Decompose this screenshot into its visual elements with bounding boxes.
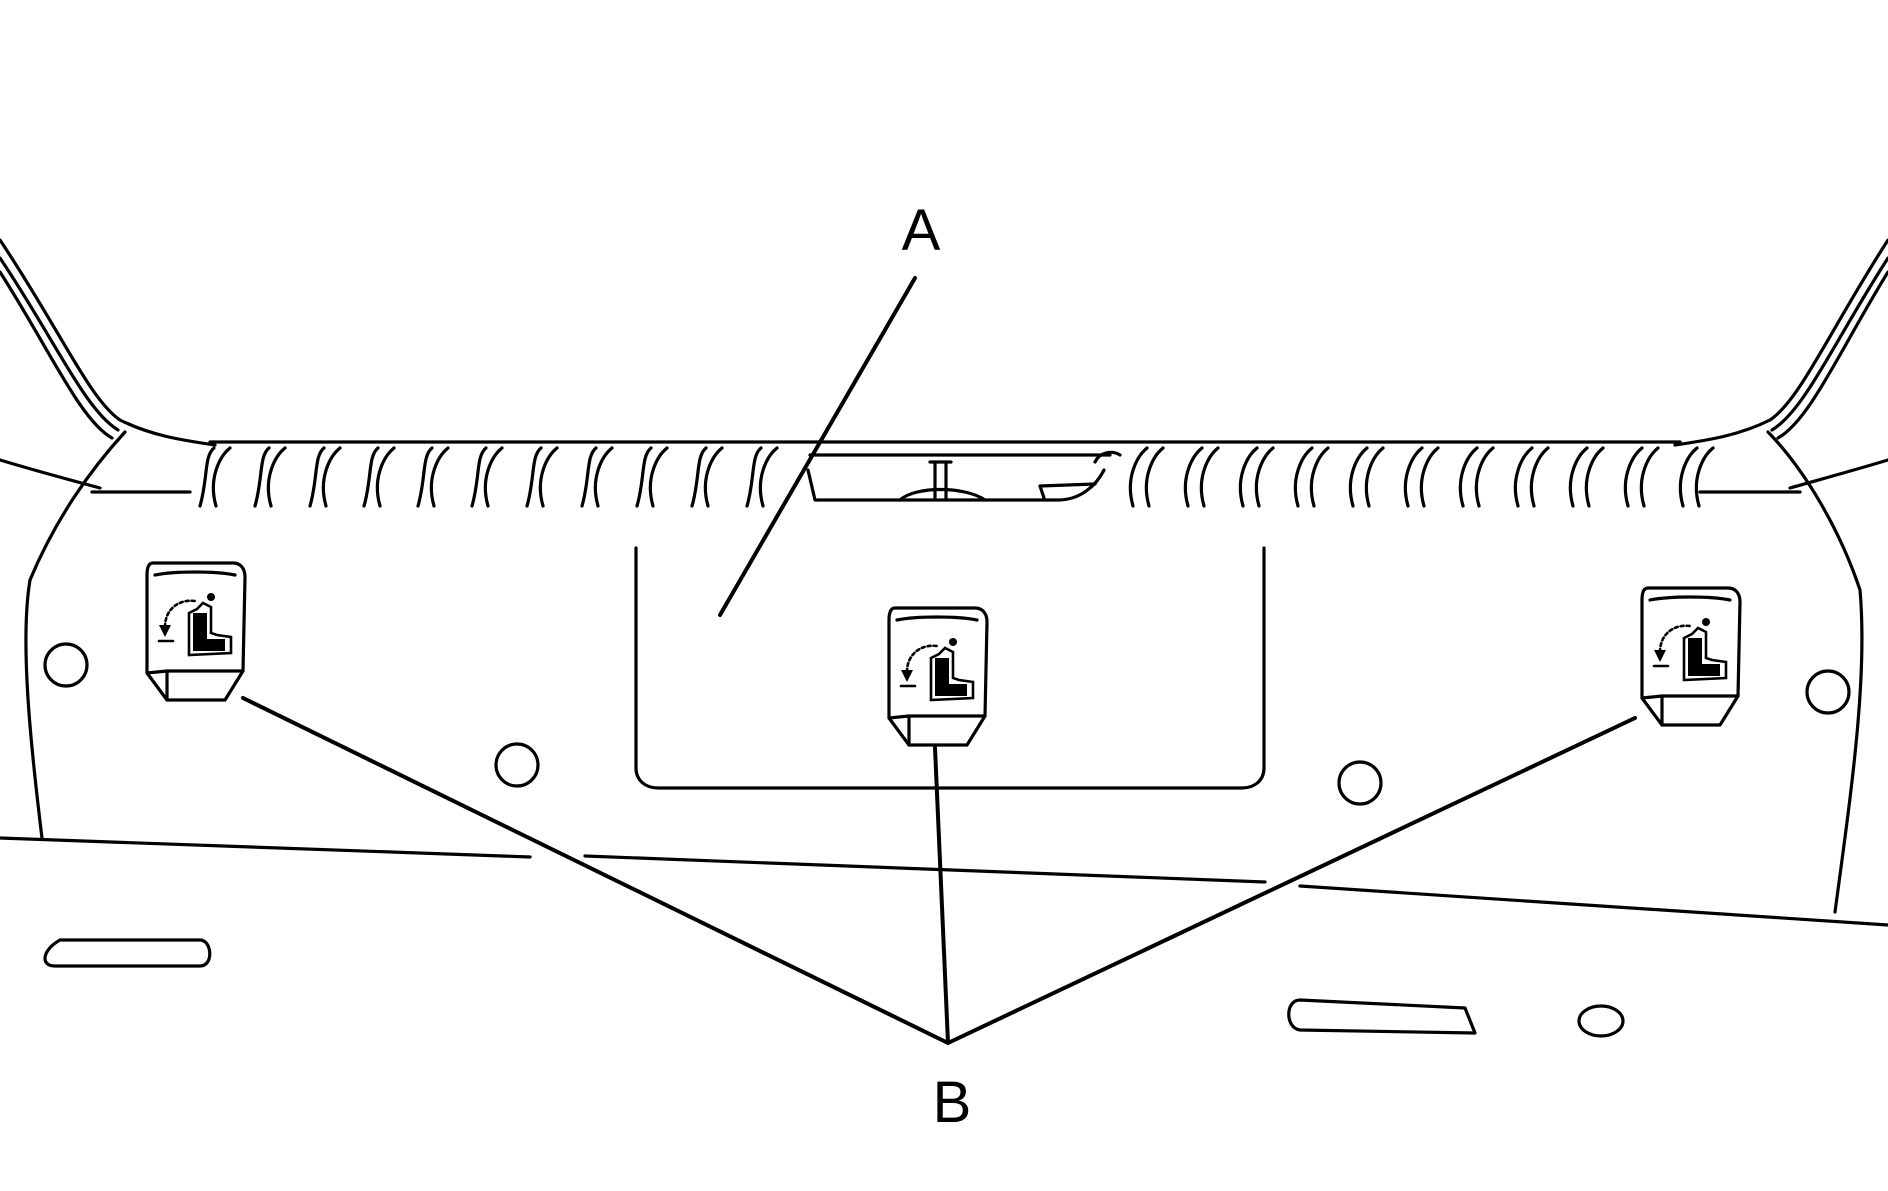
- vent-slot: [1128, 446, 1165, 508]
- vent-slot: [1513, 446, 1550, 508]
- vent-slot: [1623, 446, 1660, 508]
- seat-anchor-symbol-icon: [157, 593, 233, 657]
- leader-line-b-center: [933, 746, 950, 1045]
- vent-slot: [1293, 446, 1330, 508]
- mounting-hole: [1577, 1004, 1625, 1038]
- mounting-holes: [43, 642, 1851, 1038]
- seatback-panel: [0, 430, 1888, 927]
- mounting-hole: [1337, 760, 1383, 806]
- vent-slot: [470, 446, 504, 508]
- leader-line-b-left: [241, 696, 950, 1045]
- seat-anchor-symbol-icon: [1652, 618, 1728, 682]
- vent-slot: [1568, 446, 1605, 508]
- vent-slot: [635, 446, 669, 508]
- area-a-outline: [634, 546, 1266, 790]
- vent-slot: [416, 446, 450, 508]
- callout-a: A: [902, 198, 941, 263]
- vent-slots: [198, 446, 1715, 508]
- vent-slot: [525, 446, 559, 508]
- window-frame-right: [1673, 238, 1888, 447]
- package-shelf-edge: [0, 440, 1888, 494]
- center-recess: [806, 450, 1122, 502]
- floor-slots: [43, 938, 1477, 1035]
- vent-slot: [1183, 446, 1220, 508]
- vent-slot: [362, 446, 396, 508]
- leader-line-b-right: [946, 716, 1637, 1045]
- vent-slot: [1678, 446, 1715, 508]
- leader-lines: [241, 276, 1637, 1045]
- vent-slot: [1238, 446, 1275, 508]
- mounting-hole: [43, 642, 89, 688]
- callout-b: B: [933, 1070, 972, 1135]
- leader-line-a: [718, 276, 917, 617]
- tether-anchor-cover[interactable]: [145, 561, 247, 702]
- vent-slot: [745, 446, 779, 508]
- vent-slot: [308, 446, 342, 508]
- vent-slot: [1458, 446, 1495, 508]
- seat-anchor-symbol-icon: [899, 638, 975, 702]
- vent-slot: [1403, 446, 1440, 508]
- window-frame-left: [0, 238, 217, 447]
- floor-slot: [43, 938, 212, 968]
- tether-anchor-cover[interactable]: [1640, 586, 1742, 727]
- floor-slot: [1287, 998, 1477, 1035]
- vent-slot: [690, 446, 724, 508]
- vent-slot: [1348, 446, 1385, 508]
- mounting-hole: [494, 742, 540, 788]
- vent-slot: [253, 446, 287, 508]
- vent-slot: [198, 446, 232, 508]
- mounting-hole: [1805, 669, 1851, 715]
- tether-anchor-cover[interactable]: [887, 606, 989, 747]
- vent-slot: [580, 446, 614, 508]
